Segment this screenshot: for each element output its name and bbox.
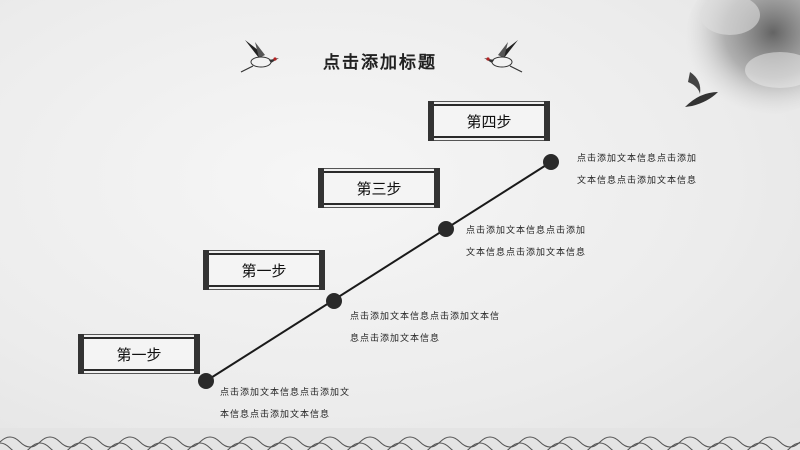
step-1-box[interactable]: 第一步 xyxy=(78,334,200,374)
step-node xyxy=(326,293,342,309)
crane-icon xyxy=(240,40,279,73)
step-4-label: 第四步 xyxy=(466,112,512,131)
step-1-desc-line1: 点击添加文本信息点击添加文 xyxy=(220,388,351,398)
step-3-box[interactable]: 第三步 xyxy=(318,168,440,208)
step-2-description[interactable]: 点击添加文本信息点击添加文本信 息点击添加文本信息 xyxy=(350,306,500,350)
step-node xyxy=(198,373,214,389)
step-4-desc-line1: 点击添加文本信息点击添加 xyxy=(577,154,698,164)
koi-icon xyxy=(685,72,718,107)
step-3-description[interactable]: 点击添加文本信息点击添加 文本信息点击添加文本信息 xyxy=(466,220,586,264)
step-3-label: 第三步 xyxy=(356,179,402,198)
step-1-desc-line2: 本信息点击添加文本信息 xyxy=(220,410,331,420)
step-2-desc-line1: 点击添加文本信息点击添加文本信 xyxy=(350,312,501,322)
step-4-description[interactable]: 点击添加文本信息点击添加 文本信息点击添加文本信息 xyxy=(577,148,697,192)
step-3-desc-line2: 文本信息点击添加文本信息 xyxy=(466,248,587,258)
wave-pattern xyxy=(0,428,800,450)
step-node xyxy=(438,221,454,237)
crane-icon xyxy=(484,40,523,73)
step-2-label: 第一步 xyxy=(241,261,287,280)
page-title[interactable]: 点击添加标题 xyxy=(323,53,437,73)
step-4-box[interactable]: 第四步 xyxy=(428,101,550,141)
step-3-desc-line1: 点击添加文本信息点击添加 xyxy=(466,226,587,236)
step-2-desc-line2: 息点击添加文本信息 xyxy=(350,334,441,344)
ink-landscape-icon xyxy=(685,0,800,115)
step-1-description[interactable]: 点击添加文本信息点击添加文 本信息点击添加文本信息 xyxy=(220,382,350,426)
step-1-label: 第一步 xyxy=(116,345,162,364)
step-2-box[interactable]: 第一步 xyxy=(203,250,325,290)
step-4-desc-line2: 文本信息点击添加文本信息 xyxy=(577,176,698,186)
step-node xyxy=(543,154,559,170)
